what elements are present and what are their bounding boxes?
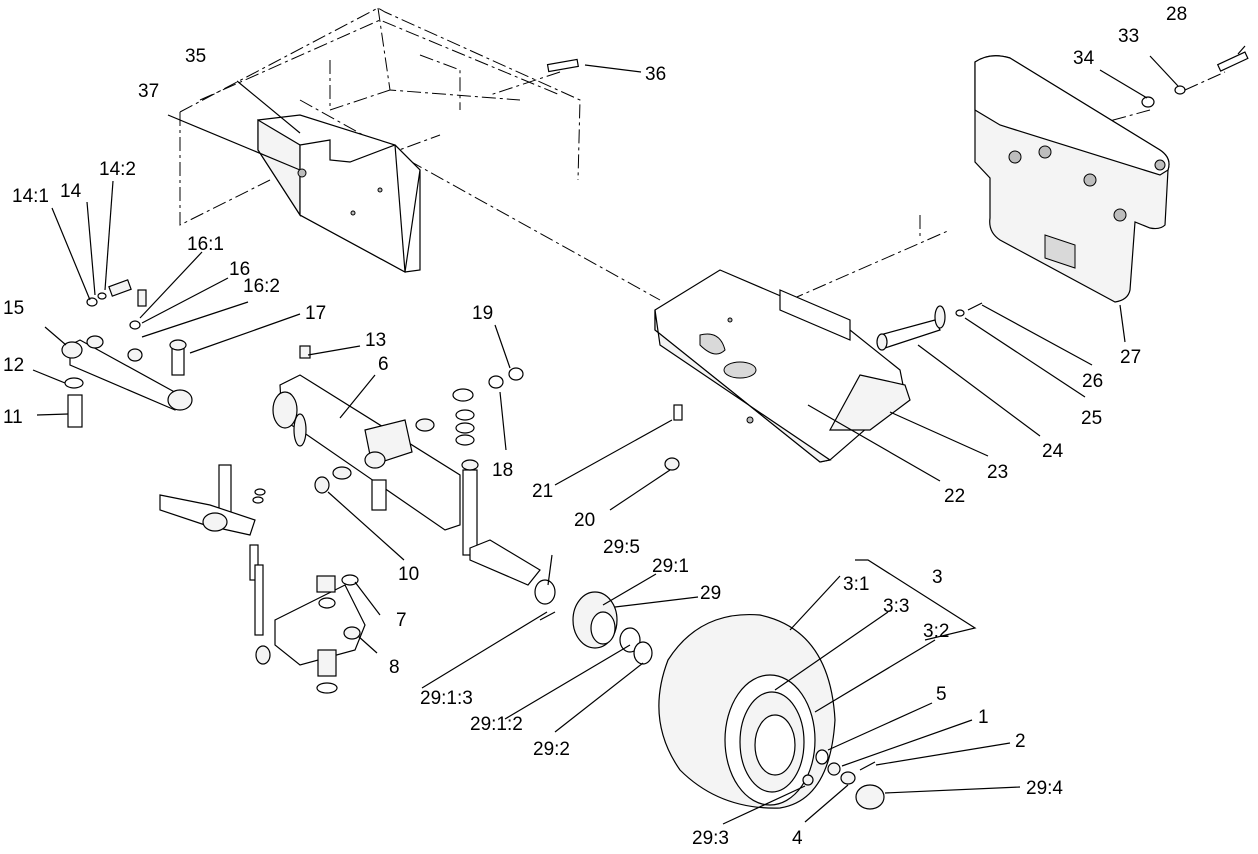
callout-16-1: 16:1 <box>187 234 224 255</box>
steering-cylinder <box>61 335 193 428</box>
callout-29-2: 29:2 <box>533 739 570 760</box>
callout-7: 7 <box>396 610 407 631</box>
callout-1: 1 <box>978 707 989 728</box>
callout-2: 2 <box>1015 731 1026 752</box>
callout-14-1: 14:1 <box>12 186 49 207</box>
callout-3-2: 3:2 <box>923 621 949 642</box>
small-hardware <box>299 51 1249 810</box>
rear-weight-bracket <box>257 114 421 273</box>
callout-19: 19 <box>472 303 493 324</box>
leader-lines <box>32 45 1246 825</box>
callout-29-3: 29:3 <box>692 828 729 849</box>
callout-20: 20 <box>574 510 595 531</box>
callout-8: 8 <box>389 657 400 678</box>
pivot-pin <box>876 302 983 351</box>
callout-3-1: 3:1 <box>843 574 869 595</box>
callout-14-2: 14:2 <box>99 159 136 180</box>
callout-34: 34 <box>1073 48 1095 69</box>
right-spindle <box>452 367 541 586</box>
callout-29-1: 29:1 <box>652 556 689 577</box>
callout-14: 14 <box>60 181 82 202</box>
callout-29: 29 <box>700 583 721 604</box>
wheel-hub <box>534 579 653 665</box>
callout-18: 18 <box>492 460 513 481</box>
callout-29-4: 29:4 <box>1026 778 1063 799</box>
callout-10: 10 <box>398 564 419 585</box>
callout-29-5: 29:5 <box>603 537 640 558</box>
callout-29-1-3: 29:1:3 <box>420 688 473 709</box>
callout-6: 6 <box>378 354 389 375</box>
callout-25: 25 <box>1081 408 1102 429</box>
callout-28: 28 <box>1166 4 1187 25</box>
callout-27: 27 <box>1120 347 1141 368</box>
callout-15: 15 <box>3 298 24 319</box>
callout-11: 11 <box>3 407 23 428</box>
callout-5: 5 <box>936 684 947 705</box>
callout-16: 16 <box>229 259 250 280</box>
callout-13: 13 <box>365 330 386 351</box>
callout-12: 12 <box>3 355 24 376</box>
callout-4: 4 <box>792 828 803 849</box>
callout-26: 26 <box>1082 371 1103 392</box>
callout-24: 24 <box>1042 441 1064 462</box>
front-axle <box>272 374 461 531</box>
callout-3-3: 3:3 <box>883 596 909 617</box>
callout-labels: 35 37 36 34 33 28 14:2 14 14:1 16:1 16 1… <box>3 4 1187 849</box>
callout-29-1-2: 29:1:2 <box>470 714 523 735</box>
wheel-tire-assembly <box>658 613 836 809</box>
callout-35: 35 <box>185 46 206 67</box>
hydraulic-fittings <box>86 279 147 330</box>
lower-bracket <box>274 574 366 694</box>
left-spindle <box>159 464 271 665</box>
callout-3: 3 <box>932 567 943 588</box>
callout-23: 23 <box>987 462 1008 483</box>
callout-17: 17 <box>305 303 326 324</box>
callout-37: 37 <box>138 81 159 102</box>
front-support-bracket <box>654 269 911 463</box>
callout-33: 33 <box>1118 26 1139 47</box>
callout-16-2: 16:2 <box>243 276 280 297</box>
callout-36: 36 <box>645 64 666 85</box>
callout-22: 22 <box>944 486 965 507</box>
rear-weight <box>974 55 1170 303</box>
callout-21: 21 <box>532 481 553 502</box>
